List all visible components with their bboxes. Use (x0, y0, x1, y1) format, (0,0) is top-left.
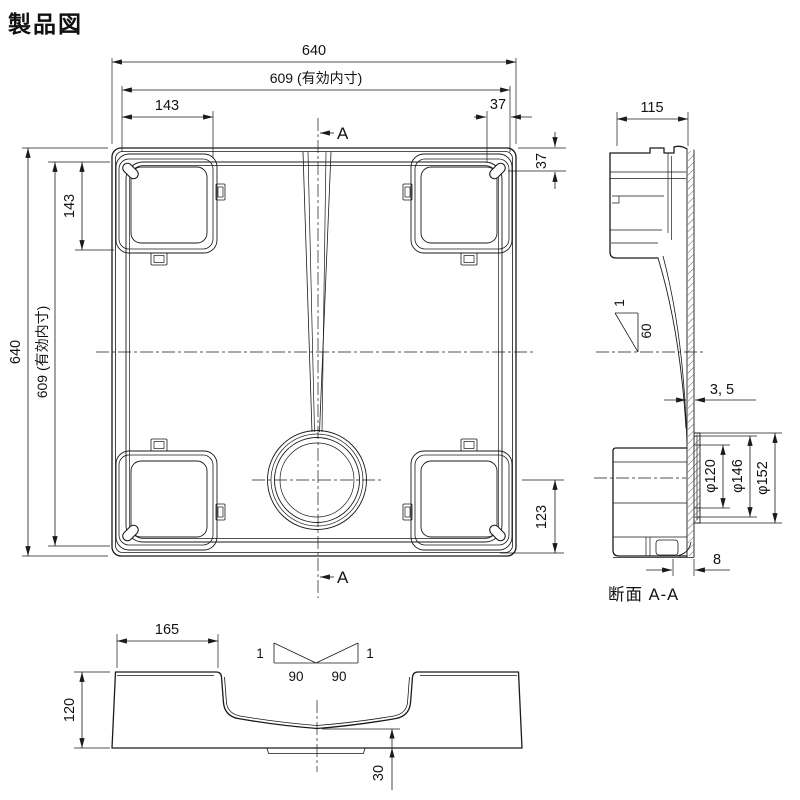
dim-label-hole-offset-y: 37 (534, 153, 550, 169)
slope-left-rise-label: 1 (256, 646, 264, 661)
dim-clearance: 30 (371, 729, 395, 790)
section-letter-bottom: A (337, 568, 349, 587)
dim-hole-offset-x: 37 (474, 97, 532, 120)
dim-width-inner: 609 (有効内寸) (121, 70, 510, 93)
dim-label-hole-offset-x: 37 (490, 97, 506, 113)
slope-symbol-1-90: 1 90 90 1 (256, 642, 374, 684)
drain-channel (302, 151, 332, 433)
dim-label-height-overall: 640 (8, 340, 24, 364)
section-rim-top (609, 145, 688, 447)
slope-run-label: 60 (639, 323, 654, 338)
dim-label-width-inner: 609 (有効内寸) (270, 70, 363, 86)
dim-label-height-inner: 609 (有効内寸) (34, 306, 50, 399)
dim-label-height: 120 (62, 698, 78, 722)
dim-block-width: 165 (117, 622, 218, 644)
section-caption: 断面 A-A (608, 585, 679, 604)
dim-label-rim-depth: 115 (640, 100, 663, 116)
dim-label-base-step: 8 (713, 552, 721, 568)
dim-label-block-width: 165 (155, 622, 179, 638)
slope-right-rise-label: 1 (366, 646, 374, 661)
dim-label-drain-dia-inner: φ120 (703, 459, 719, 493)
front-view: 1 90 90 1 165 120 30 (62, 622, 523, 790)
bottom-recess (266, 747, 366, 754)
dim-pad-height: 143 (62, 162, 85, 250)
dim-label-pad-width: 143 (155, 98, 179, 114)
dim-drain-dia-outer: φ152 (755, 433, 778, 523)
dim-hole-offset-y: 37 (534, 132, 558, 189)
slope-symbol-1-60: 1 60 (612, 299, 654, 353)
section-view: 1 60 115 3, 5 φ120 (594, 100, 782, 604)
dim-drain-dia-inner: φ120 (703, 445, 726, 508)
dim-drain-to-edge: 123 (534, 480, 558, 553)
dim-height: 120 (62, 672, 85, 748)
dim-floor-thickness: 3, 5 (664, 382, 756, 403)
section-drain-boss (693, 432, 701, 524)
dim-rim-depth: 115 (617, 100, 688, 122)
plan-extension-lines (22, 58, 566, 557)
dim-label-drain-dia-mid: φ146 (730, 459, 746, 493)
section-rim-bottom (612, 447, 694, 558)
section-marker-top: A (320, 124, 349, 143)
dim-label-floor-thickness: 3, 5 (710, 382, 734, 398)
front-extension-lines (74, 634, 400, 749)
dim-label-width-overall: 640 (302, 43, 326, 59)
dim-label-drain-dia-outer: φ152 (755, 461, 771, 495)
dim-label-drain-to-edge: 123 (534, 505, 550, 529)
dim-pad-width: 143 (121, 98, 213, 120)
plan-view: A A 640 (8, 43, 566, 598)
dim-drain-dia-mid: φ146 (730, 436, 753, 517)
pan-rim-inner-edge (125, 161, 503, 543)
dim-base-step: 8 (646, 552, 730, 573)
dim-width-overall: 640 (112, 43, 516, 65)
section-marker-bottom: A (320, 568, 349, 587)
dim-height-overall: 640 (8, 148, 31, 556)
slope-right-run-label: 90 (331, 669, 346, 684)
dim-height-inner: 609 (有効内寸) (34, 162, 58, 546)
slope-rise-label: 1 (612, 299, 627, 307)
drawing-title: 製品図 (7, 11, 83, 37)
section-letter-top: A (337, 124, 349, 143)
slope-left-run-label: 90 (288, 669, 303, 684)
section-floor-wall (686, 149, 695, 558)
dim-label-clearance: 30 (371, 765, 387, 781)
dim-label-pad-height: 143 (62, 194, 78, 218)
